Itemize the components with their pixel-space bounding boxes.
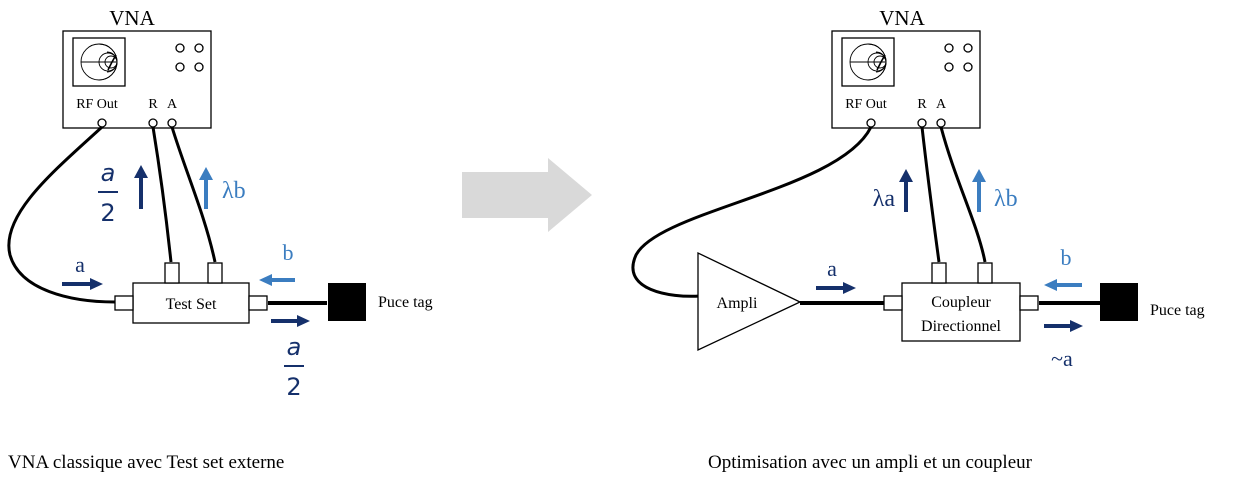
right-arrow-approx-a bbox=[1044, 320, 1083, 332]
right-coupler-port-in bbox=[883, 295, 903, 311]
right-vna-ports bbox=[866, 118, 946, 128]
left-smith-chart-icon bbox=[80, 43, 118, 81]
right-port-a-label: A bbox=[936, 97, 947, 112]
left-arrow-half-a-up bbox=[134, 165, 148, 209]
right-label-a: a bbox=[827, 256, 837, 281]
right-smith-chart-icon bbox=[849, 43, 887, 81]
left-label-b: b bbox=[283, 240, 294, 265]
transition-arrow bbox=[462, 158, 592, 232]
right-coupler-port-a bbox=[977, 262, 993, 284]
left-label-lambda-b: λb bbox=[222, 178, 246, 204]
left-label-out-den: 2 bbox=[286, 373, 301, 401]
right-label-approx-a: ~a bbox=[1051, 346, 1073, 371]
left-arrow-a bbox=[62, 278, 103, 290]
left-label-half-num: a bbox=[101, 159, 116, 187]
right-amplifier-label: Ampli bbox=[717, 295, 758, 312]
right-coupler-label-1: Coupleur bbox=[931, 294, 991, 311]
left-rf-out-label: RF Out bbox=[76, 97, 118, 112]
right-coupler-box bbox=[901, 282, 1021, 342]
right-label-lambda-a: λa bbox=[873, 186, 896, 212]
right-arrow-lambda-b-up bbox=[972, 169, 986, 212]
right-vna-title: VNA bbox=[879, 6, 925, 30]
left-arrow-half-a-out bbox=[271, 315, 310, 327]
left-arrow-b bbox=[259, 274, 295, 286]
left-test-set-port-in bbox=[114, 295, 134, 311]
right-label-lambda-b: λb bbox=[994, 186, 1018, 212]
right-amplifier-triangle bbox=[697, 251, 802, 352]
left-vna-knobs bbox=[175, 43, 204, 72]
right-cables bbox=[631, 126, 1100, 305]
left-label-out-num: a bbox=[287, 333, 302, 361]
right-port-r-label: R bbox=[917, 97, 927, 112]
right-vna-knobs bbox=[944, 43, 973, 72]
left-label-a: a bbox=[75, 252, 85, 277]
right-coupler-port-r bbox=[931, 262, 947, 284]
left-test-set-port-out bbox=[248, 295, 268, 311]
right-caption: Optimisation avec un ampli et un coupleu… bbox=[708, 452, 1033, 473]
right-arrow-lambda-a-up bbox=[899, 169, 913, 212]
left-arrow-lambda-b-up bbox=[199, 167, 213, 209]
left-vna-title: VNA bbox=[109, 6, 155, 30]
left-test-set-port-a bbox=[207, 262, 223, 284]
left-caption: VNA classique avec Test set externe bbox=[8, 452, 284, 473]
right-arrow-a bbox=[816, 282, 856, 294]
right-dut-block bbox=[1100, 283, 1138, 321]
right-dut-label: Puce tag bbox=[1150, 302, 1205, 319]
right-coupler-port-out bbox=[1019, 295, 1039, 311]
left-label-half-den: 2 bbox=[100, 199, 115, 227]
left-dut-block bbox=[328, 283, 366, 321]
left-dut-label: Puce tag bbox=[378, 294, 433, 311]
right-arrow-b bbox=[1044, 279, 1082, 291]
left-port-a-label: A bbox=[167, 97, 178, 112]
right-rf-out-label: RF Out bbox=[845, 97, 887, 112]
left-port-r-label: R bbox=[148, 97, 158, 112]
right-coupler-label-2: Directionnel bbox=[921, 318, 1002, 335]
left-diagram: VNA RF Out R A bbox=[7, 6, 433, 473]
right-label-b: b bbox=[1061, 245, 1072, 270]
left-cables bbox=[7, 125, 327, 305]
right-diagram: VNA RF Out R A bbox=[631, 6, 1205, 473]
left-test-set-label: Test Set bbox=[166, 296, 217, 313]
left-test-set-port-r bbox=[164, 262, 180, 284]
